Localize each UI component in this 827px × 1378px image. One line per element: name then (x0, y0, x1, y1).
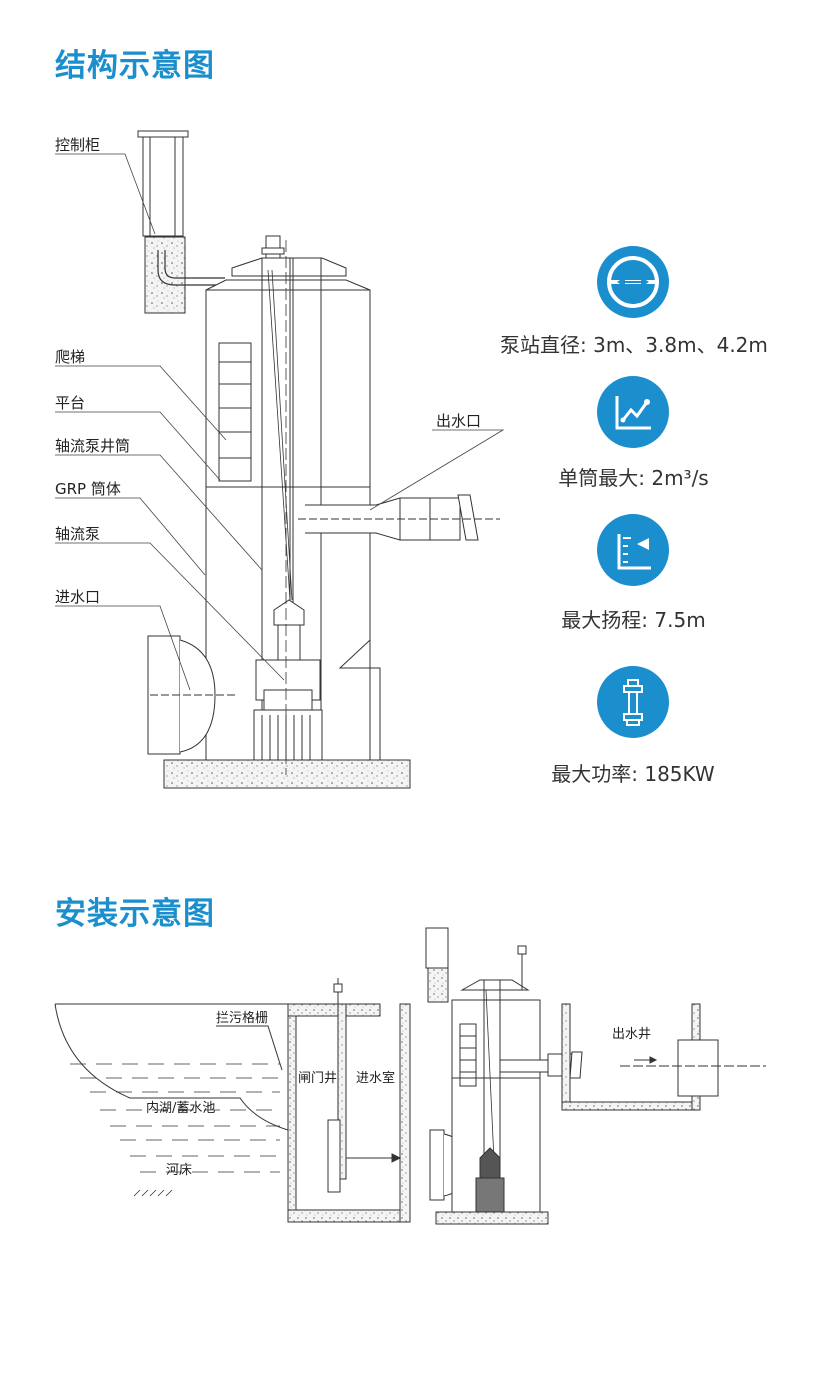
structure-section-title: 结构示意图 (55, 48, 215, 84)
diameter-icon (597, 246, 669, 318)
label-trash-rack: 拦污格栅 (216, 1010, 268, 1026)
installation-section-title: 安装示意图 (55, 896, 215, 932)
label-grp-body: GRP 筒体 (55, 480, 121, 498)
label-water-outlet: 出水口 (436, 412, 481, 430)
label-gate-well: 闸门井 (298, 1071, 337, 1086)
label-outlet-well: 出水井 (612, 1027, 651, 1042)
label-control-cabinet: 控制柜 (55, 136, 100, 154)
label-inlet-chamber: 进水室 (356, 1070, 395, 1086)
cabinet-concrete-base (144, 236, 186, 314)
spec-diameter: 泵站直径: 3m、3.8m、4.2m (500, 333, 768, 357)
label-axial-pump: 轴流泵 (55, 525, 100, 543)
structure-diagram: 控制柜 爬梯 平台 轴流泵井筒 GRP 筒体 轴流泵 进水口 出水口 (55, 130, 505, 789)
label-pump-well-tube: 轴流泵井筒 (55, 437, 130, 455)
label-platform: 平台 (55, 394, 85, 412)
flow-chart-icon (597, 376, 669, 448)
spec-max-flow: 单筒最大: 2m³/s (558, 466, 709, 490)
pump-power-icon (597, 666, 669, 738)
label-ladder: 爬梯 (55, 348, 85, 366)
ladder (218, 342, 252, 482)
lake-bank (54, 1003, 289, 1131)
concrete-foundation (163, 759, 411, 789)
head-level-icon (597, 514, 669, 586)
station-roof (231, 257, 347, 277)
spec-max-head: 最大扬程: 7.5m (561, 608, 706, 632)
label-water-inlet: 进水口 (55, 588, 100, 606)
control-cabinet-box (142, 135, 184, 237)
installation-diagram: 拦污格栅 内湖/蓄水池 河床 闸门井 进水室 出水井 (54, 927, 766, 1225)
label-lake: 内湖/蓄水池 (146, 1100, 215, 1116)
label-riverbed: 河床 (166, 1163, 192, 1178)
spec-max-power: 最大功率: 185KW (551, 762, 715, 786)
